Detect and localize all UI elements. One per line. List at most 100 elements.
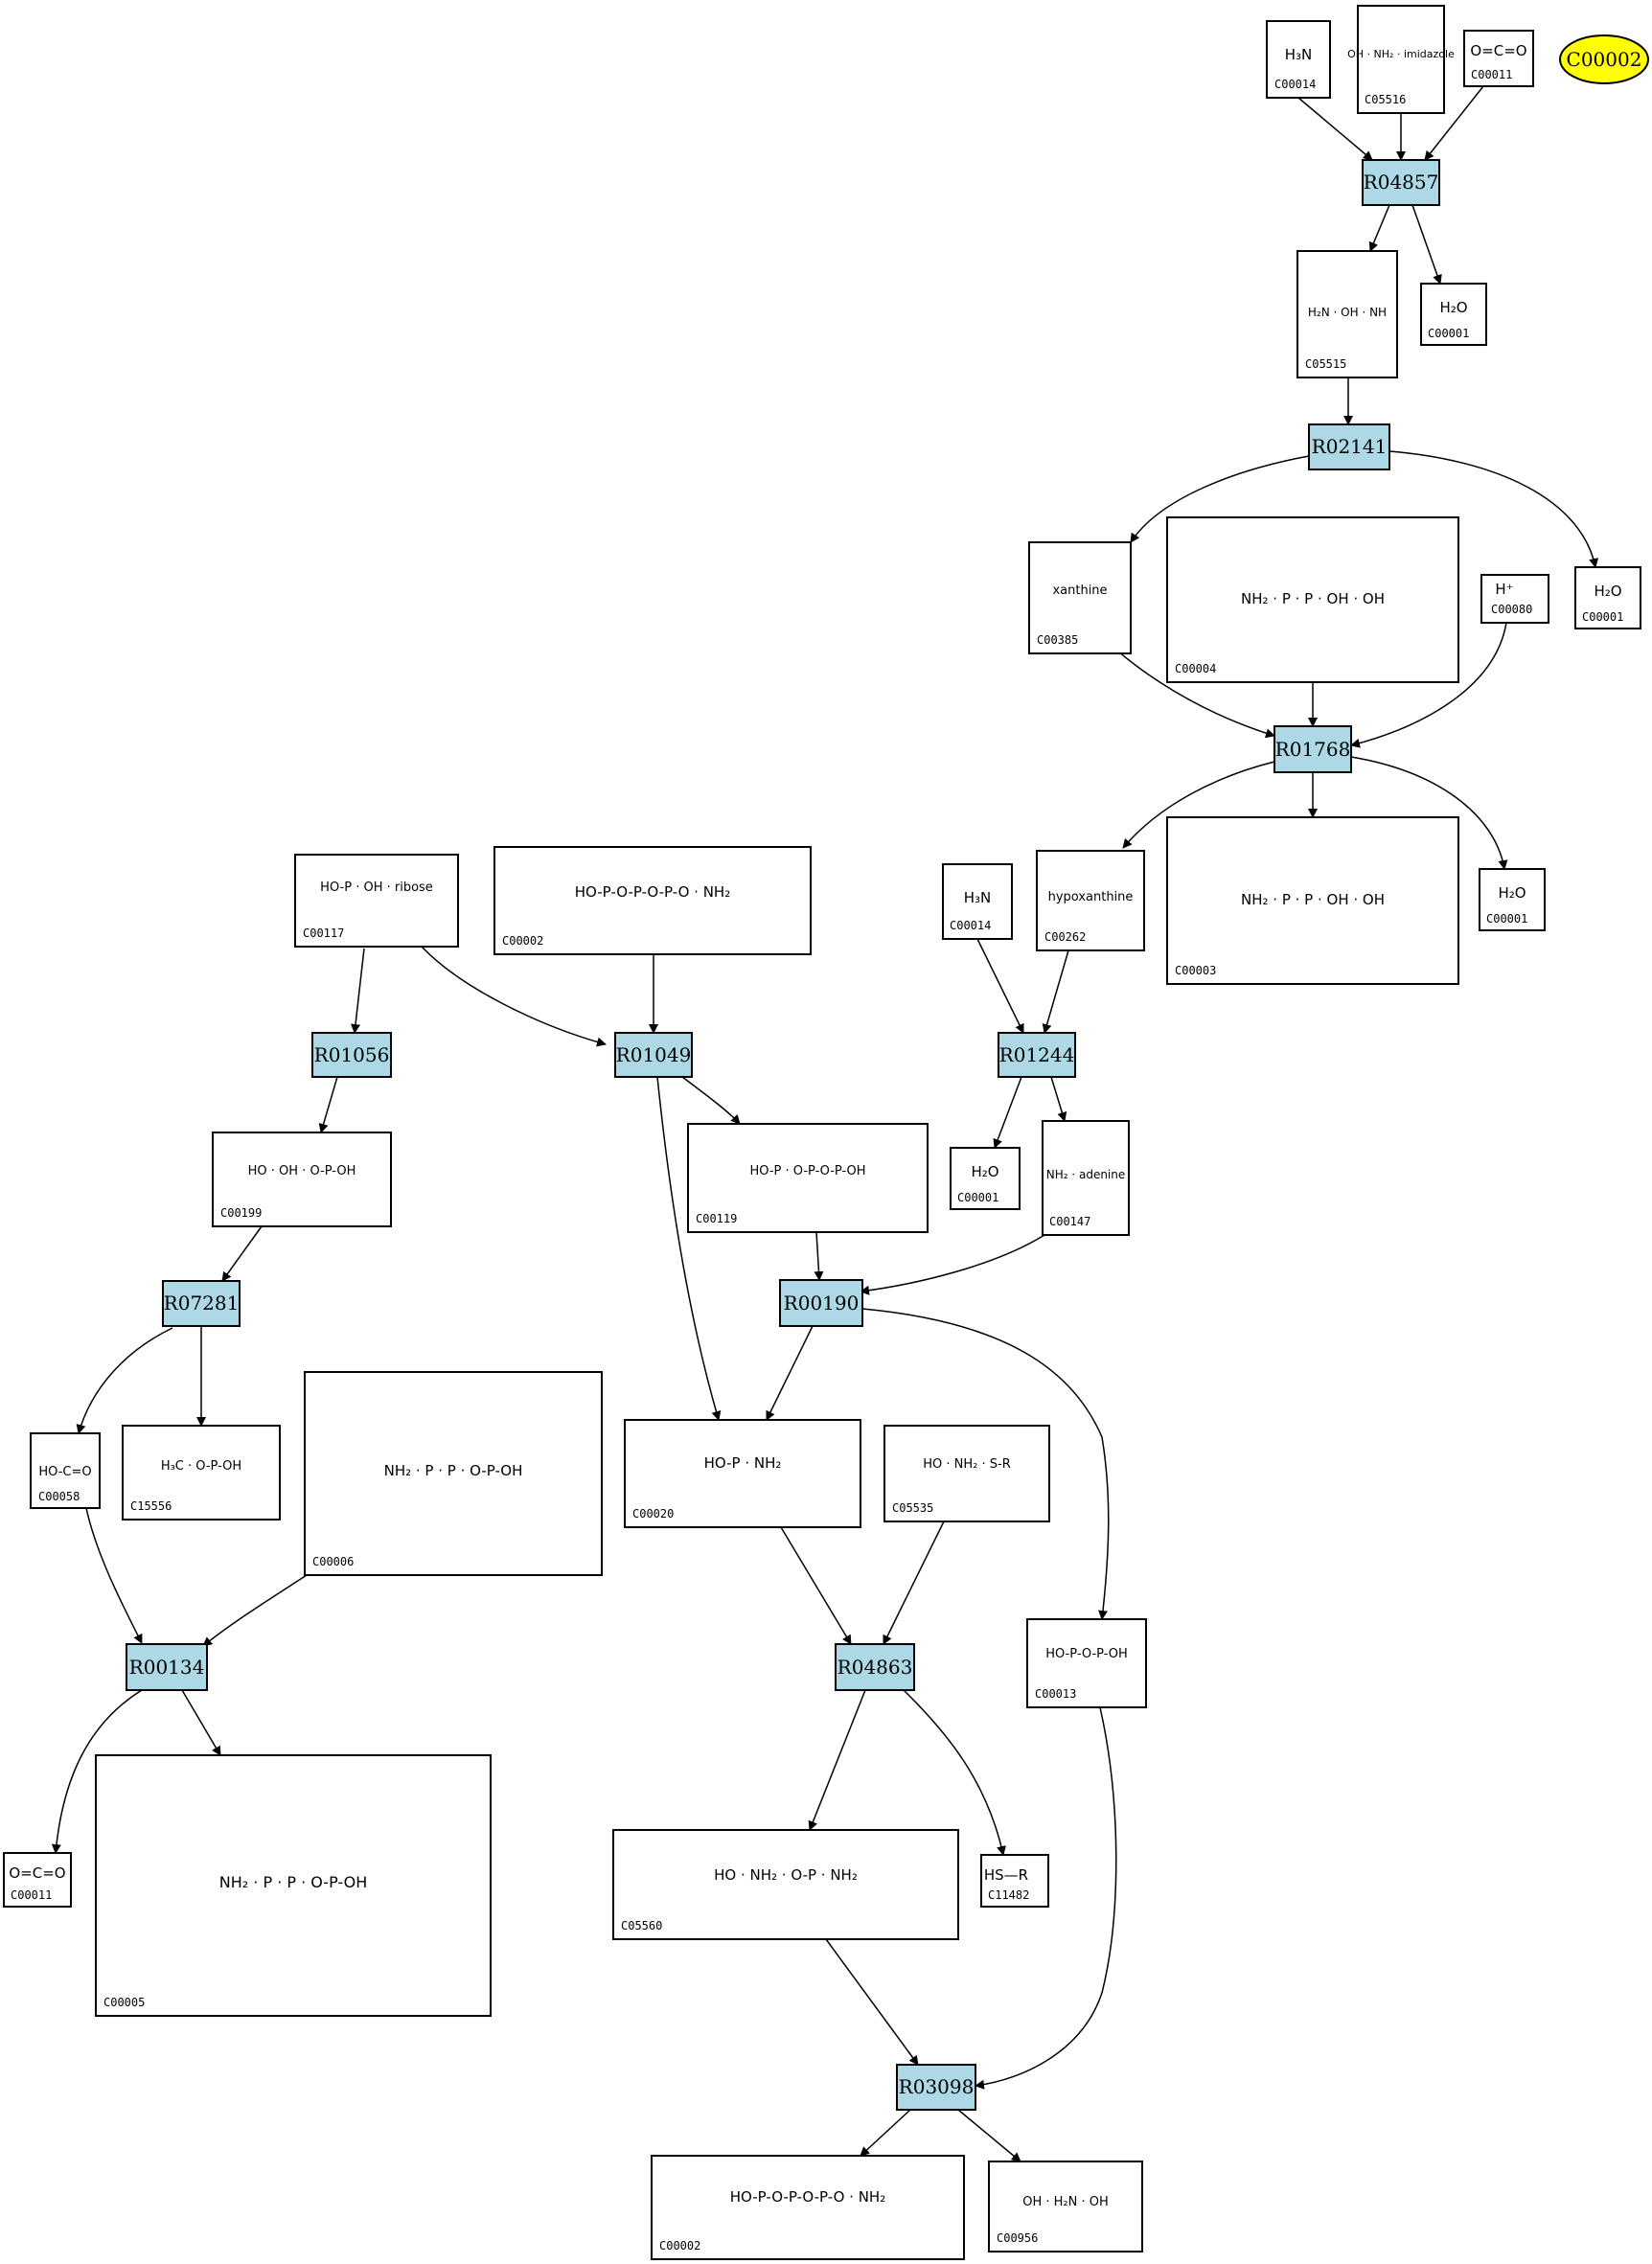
reaction-node[interactable]: R07281 (162, 1280, 241, 1327)
compound-node[interactable]: HO-P-O-P-O-P-O · NH₂ C00002 (651, 2155, 965, 2260)
compound-node[interactable]: HO-P-O-P-OH C00013 (1026, 1618, 1147, 1708)
reaction-node[interactable]: R00190 (779, 1279, 863, 1327)
compound-node[interactable]: HO-P-O-P-O-P-O · NH₂ C00002 (493, 846, 812, 955)
compound-node[interactable]: H₂O C00001 (950, 1147, 1021, 1210)
compound-node[interactable]: O=C=O C00011 (3, 1852, 72, 1908)
compound-node[interactable]: OH · NH₂ · imidazole C05516 (1347, 5, 1455, 114)
compound-node[interactable]: HO · NH₂ · S-R C05535 (883, 1425, 1050, 1522)
compound-node[interactable]: H₂O C00001 (1479, 868, 1546, 931)
reaction-node[interactable]: R04863 (835, 1643, 915, 1691)
compound-structure: NH₂ · P · P · O-P-OH (219, 1873, 367, 1891)
compound-node[interactable]: H₃N C00014 (942, 863, 1013, 940)
compound-structure: NH₂ · P · P · O-P-OH (384, 1462, 523, 1479)
compound-id: C05535 (892, 1501, 933, 1515)
edge-c00080-to-r01768 (1350, 622, 1507, 748)
compound-structure: NH₂ · P · P · OH · OH (1241, 590, 1385, 607)
edge-c00058-to-r00134 (85, 1507, 143, 1644)
compound-node[interactable]: HO-P · NH₂ C00020 (624, 1419, 861, 1528)
compound-structure: H₃N (964, 889, 992, 906)
compound-structure: HO-P · NH₂ (704, 1454, 782, 1472)
edge-c00011-to-r04857 (1424, 85, 1484, 161)
compound-id: C00011 (1471, 68, 1512, 81)
edge-c00006-to-r00134 (202, 1574, 308, 1647)
compound-node[interactable]: NH₂ · P · P · OH · OH C00004 (1166, 516, 1459, 683)
compound-node[interactable]: O=C=O C00011 (1463, 30, 1534, 87)
compound-structure: H₂O (1498, 884, 1526, 902)
edge-r04863-to-c05560 (808, 1689, 866, 1831)
edge-c00119-to-r00190 (814, 1231, 824, 1281)
edge-r01768-to-c00001c (1350, 756, 1508, 870)
edge-r03098-to-c00002b (860, 2109, 911, 2157)
compound-node[interactable]: H₂N · OH · NH C05515 (1296, 250, 1398, 378)
reaction-node[interactable]: R03098 (896, 2064, 976, 2111)
compound-structure: HO-P · O-P-O-P-OH (749, 1164, 865, 1178)
edge-c00013-to-r03098 (975, 1706, 1117, 2090)
reaction-label: R00190 (784, 1292, 860, 1315)
compound-node[interactable]: HO · OH · O-P-OH C00199 (212, 1132, 392, 1227)
compound-id: C00003 (1175, 964, 1216, 977)
compound-structure: HO-C=O (38, 1465, 91, 1479)
compound-node[interactable]: NH₂ · adenine C00147 (1042, 1120, 1130, 1236)
compound-id: C00385 (1037, 633, 1078, 647)
compound-id: C00001 (957, 1191, 998, 1204)
reaction-node[interactable]: R01049 (614, 1032, 693, 1078)
compound-node[interactable]: HO · NH₂ · O-P · NH₂ C05560 (612, 1829, 959, 1940)
compound-id: C00001 (1486, 912, 1527, 926)
compound-id: C00020 (632, 1507, 674, 1521)
edge-r00134-to-c00011b (51, 1689, 143, 1854)
compound-structure: HO-P · OH · ribose (320, 880, 433, 895)
compound-node[interactable]: NH₂ · P · P · OH · OH C00003 (1166, 816, 1459, 985)
edge-c00117-to-r01049 (421, 946, 607, 1047)
edge-r01244-to-c00001d (993, 1076, 1022, 1149)
compound-node[interactable]: NH₂ · P · P · O-P-OH C00005 (95, 1754, 492, 2017)
edge-r00134-to-c00005 (181, 1689, 221, 1756)
compound-id: C05515 (1305, 357, 1346, 371)
reaction-label: R01049 (616, 1043, 692, 1066)
compound-node[interactable]: H₃N C00014 (1266, 20, 1331, 99)
reaction-node[interactable]: R01056 (311, 1032, 392, 1078)
compound-node[interactable]: NH₂ · P · P · O-P-OH C00006 (304, 1371, 603, 1576)
compound-node[interactable]: xanthine C00385 (1028, 541, 1132, 654)
reaction-label: R00134 (129, 1656, 205, 1679)
compound-id: C00199 (220, 1206, 262, 1220)
edge-r01768-to-c00262 (1122, 761, 1275, 849)
compound-id: C00013 (1035, 1687, 1076, 1701)
compound-structure: xanthine (1052, 583, 1107, 598)
compound-node[interactable]: HO-P · O-P-O-P-OH C00119 (687, 1123, 929, 1233)
compound-structure: O=C=O (9, 1864, 65, 1882)
reaction-label: R04863 (837, 1656, 913, 1679)
compound-structure: HO · NH₂ · S-R (923, 1457, 1011, 1472)
compound-structure: H₂O (1594, 583, 1621, 600)
edge-r01049-to-c00119 (681, 1076, 741, 1125)
compound-node[interactable]: HO-C=O C00058 (30, 1432, 101, 1509)
compound-node[interactable]: HO-P · OH · ribose C00117 (294, 854, 459, 948)
compound-node[interactable]: H⁺ C00080 (1480, 574, 1549, 624)
edge-c00199-to-r07281 (221, 1225, 263, 1282)
edge-r00190-to-c00020 (766, 1325, 814, 1421)
edge-r02141-to-c00385 (1130, 455, 1310, 543)
compound-node[interactable]: H₃C · O-P-OH C15556 (122, 1425, 281, 1521)
compound-node[interactable]: H₂O C00001 (1420, 283, 1487, 346)
selected-compound-node[interactable]: C00002 (1559, 34, 1649, 84)
reaction-node[interactable]: R04857 (1362, 159, 1440, 206)
reaction-node[interactable]: R01244 (998, 1032, 1076, 1078)
compound-id: C00001 (1582, 610, 1623, 624)
reaction-node[interactable]: R02141 (1308, 423, 1390, 470)
compound-id: C00004 (1175, 662, 1216, 675)
compound-structure: HO-P-O-P-OH (1045, 1647, 1128, 1661)
compound-id: C00002 (502, 934, 543, 948)
edge-r02141-to-c00001b (1388, 450, 1599, 568)
compound-node[interactable]: hypoxanthine C00262 (1036, 850, 1145, 951)
edge-r01056-to-c00199 (318, 1076, 338, 1133)
edges (51, 85, 1599, 2162)
reaction-node[interactable]: R01768 (1273, 725, 1352, 773)
compound-structure: HO · OH · O-P-OH (248, 1164, 356, 1178)
compound-structure: HS—R (984, 1866, 1028, 1884)
edge-r03098-to-c00956 (957, 2109, 1021, 2162)
reaction-node[interactable]: R00134 (126, 1643, 208, 1691)
compound-node[interactable]: HS—R C11482 (980, 1854, 1049, 1908)
edge-r04857-to-c00001 (1411, 204, 1442, 285)
edge-c05535-to-r04863 (883, 1521, 945, 1645)
compound-node[interactable]: H₂O C00001 (1574, 566, 1641, 629)
compound-node[interactable]: OH · H₂N · OH C00956 (988, 2161, 1143, 2253)
